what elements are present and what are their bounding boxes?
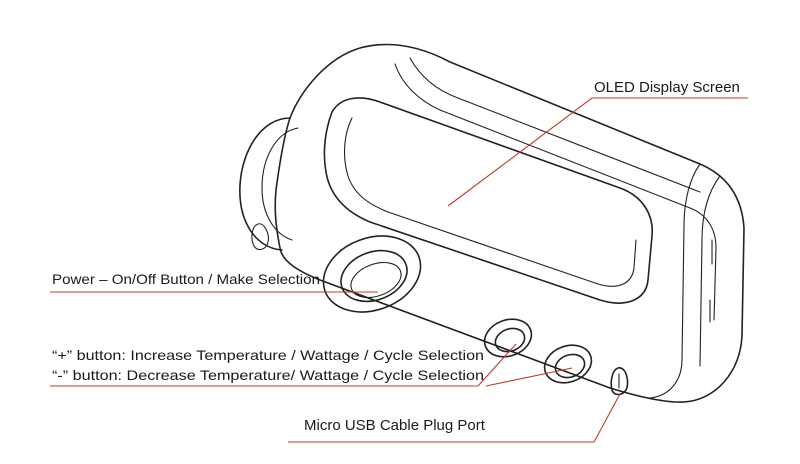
front-face-edge [649,163,701,399]
power-button-outer [322,235,422,313]
body-ridge-2 [409,57,701,193]
body-outline [274,43,745,403]
usb-port [610,367,629,396]
plus-button-inner [494,327,526,353]
front-face-edge-2 [699,175,721,367]
minus-label: “-” button: Decrease Temperature/ Wattag… [52,367,484,383]
power-button-cap [350,261,402,299]
power-label: Power – On/Off Button / Make Selection [52,271,320,287]
oled-label: OLED Display Screen [594,79,740,96]
body-ridge [394,63,717,321]
device-body [239,43,745,403]
oled-panel [323,97,653,304]
usb-label: Micro USB Cable Plug Port [304,417,486,434]
minus-leader [485,367,573,387]
plus-leader [50,343,517,387]
mouthpiece-inner [261,127,299,241]
oled-panel-inner [343,117,637,287]
side-vent [251,223,269,251]
plus-label: “+” button: Increase Temperature / Watta… [52,347,484,363]
leader-lines [50,97,748,443]
power-button-inner [340,249,408,303]
oled-leader [447,97,748,207]
plus-button-outer [483,318,533,358]
usb-leader [288,393,621,443]
callout-labels: OLED Display Screen Power – On/Off Butto… [52,79,740,434]
minus-button-outer [543,344,593,384]
mouthpiece [239,117,291,251]
